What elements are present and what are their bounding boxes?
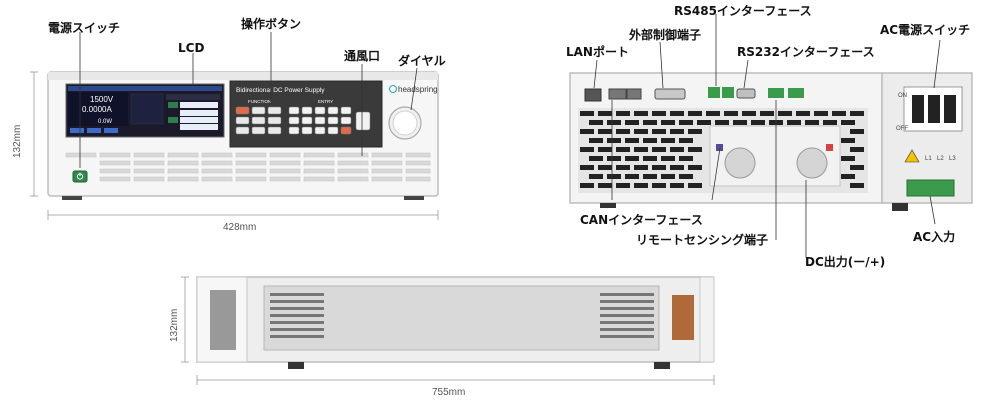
dc-output-cover [709,125,841,187]
rs485-port [708,87,720,98]
dial [388,106,422,140]
label-lan: LANポート [566,44,629,59]
screen-power: 0.0W [98,119,112,125]
label-buttons: 操作ボタン [241,16,301,31]
entry-keys [288,106,371,135]
ac-input-terminal [906,179,955,197]
phase-l1: L1 [925,156,932,162]
warning-icon [904,149,920,163]
label-rs485: RS485インターフェース [674,4,812,18]
front-vent [65,152,431,182]
panel-title: Bidirectional DC Power Supply [236,87,325,94]
side-view: 132mm 755mm [169,276,715,398]
function-label: FUNCTION [248,99,271,104]
label-can: CANインターフェース [580,213,703,227]
ac-on-label: ON [898,93,907,99]
lcd-screen: 1500V 0.0000A 0.0W [65,83,225,138]
side-height: 132mm [169,309,180,342]
label-ac-input: AC入力 [913,229,955,244]
entry-label: ENTRY [318,99,333,104]
label-rs232: RS232インターフェース [737,45,875,59]
screen-current: 0.0000A [82,105,112,114]
rear-view: ON OFF L1 L2 L3 LANポート 外部制御端子 RS485インターフ… [566,4,973,269]
side-panel [263,285,660,351]
brand-logo: headspring [389,85,438,94]
label-power-switch: 電源スイッチ [48,20,120,35]
side-length: 755mm [432,387,465,398]
front-width: 428mm [223,222,256,233]
phase-l3: L3 [949,156,956,162]
label-ext-control: 外部制御端子 [629,27,701,42]
front-view: 1500V 0.0000A 0.0W [12,16,446,233]
ac-off-label: OFF [896,126,908,132]
brand-name: headspring [398,85,438,94]
can-port [608,88,627,100]
rs232-port [736,88,756,99]
front-dimension-lines [30,71,439,220]
label-ac-switch: AC電源スイッチ [880,22,970,37]
control-panel: Bidirectional DC Power Supply FUNCTION E… [229,80,383,148]
screen-voltage: 1500V [90,95,114,104]
ac-switch: ON OFF L1 L2 L3 [896,86,963,163]
power-button [72,170,88,183]
label-dial: ダイヤル [398,53,446,68]
side-dimension-lines [181,276,715,385]
label-vent: 通風口 [344,48,380,63]
label-remote-sense: リモートセンシング端子 [636,232,768,247]
phase-l2: L2 [937,156,944,162]
ext-control-port [654,88,686,100]
side-vents [210,290,694,350]
label-lcd: LCD [178,41,204,55]
remote-sense-terminal [768,88,804,98]
lan-port [584,88,602,102]
function-keys [235,106,282,135]
front-height: 132mm [12,125,23,158]
label-dc-output: DC出力(ー/+) [805,254,885,269]
